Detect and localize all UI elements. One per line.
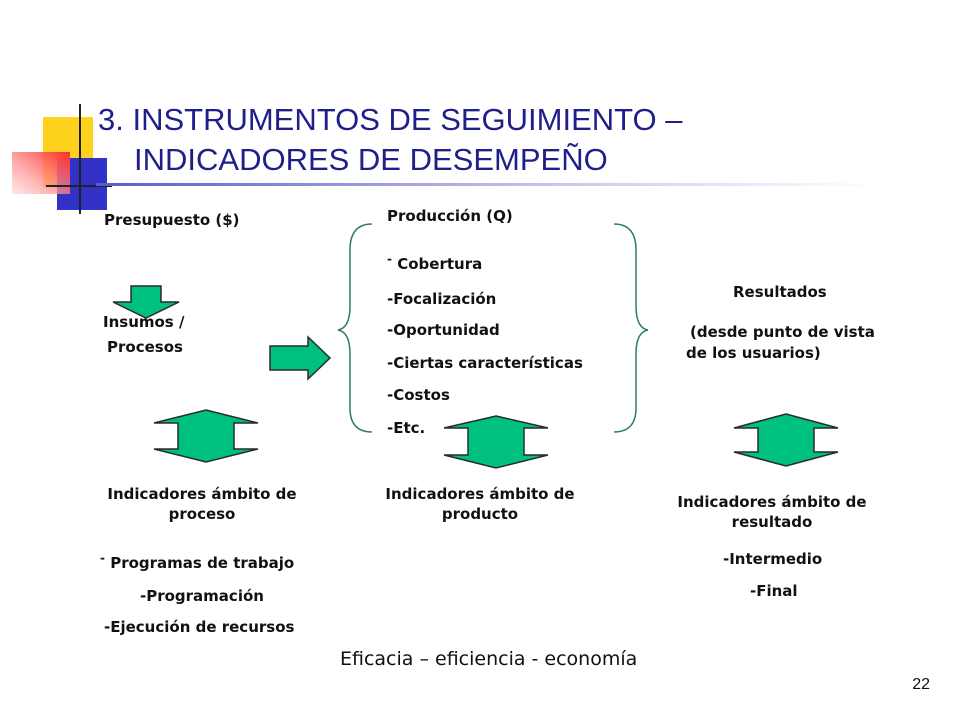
footer-text: Eficacia – eficiencia - economía — [340, 648, 638, 670]
production-item-oportunidad: -Oportunidad — [387, 321, 500, 339]
procesos-label: Procesos — [107, 338, 183, 356]
right-brace — [613, 223, 649, 433]
down-arrow-icon — [112, 285, 180, 319]
double-arrow-product-icon — [443, 415, 549, 469]
process-item-ejecucion: -Ejecución de recursos — [104, 618, 295, 636]
production-title: Producción (Q) — [387, 207, 513, 225]
production-item-costos: -Costos — [387, 386, 450, 404]
page-number: 22 — [912, 676, 930, 693]
indicators-process-title: Indicadores ámbito de proceso — [107, 485, 297, 523]
result-item-intermedio: -Intermedio — [723, 550, 823, 568]
production-item-cobertura: - Cobertura — [387, 252, 483, 273]
results-subtitle-line-1: (desde punto de vista — [690, 323, 875, 341]
slide-title: 3. INSTRUMENTOS DE SEGUIMIENTO – INDICAD… — [98, 100, 858, 180]
insumos-label: Insumos / — [103, 313, 185, 331]
results-title: Resultados — [733, 283, 827, 301]
double-arrow-result-icon — [733, 413, 839, 467]
right-arrow-icon — [269, 335, 332, 381]
result-item-final: -Final — [750, 582, 798, 600]
title-line-1: 3. INSTRUMENTOS DE SEGUIMIENTO – — [98, 102, 683, 137]
budget-label: Presupuesto ($) — [104, 211, 240, 229]
process-item-programacion: -Programación — [140, 587, 264, 605]
production-item-etc: -Etc. — [387, 419, 426, 437]
production-item-caracteristicas: -Ciertas características — [387, 354, 583, 372]
production-item-focalizacion: -Focalización — [387, 290, 497, 308]
indicators-product-title: Indicadores ámbito de producto — [385, 485, 575, 523]
left-brace — [337, 223, 373, 433]
double-arrow-process-icon — [153, 409, 259, 463]
process-item-programas: - Programas de trabajo — [100, 551, 295, 572]
results-subtitle-line-2: de los usuarios) — [686, 344, 821, 362]
title-line-2: INDICADORES DE DESEMPEÑO — [134, 142, 608, 177]
indicators-result-title: Indicadores ámbito de resultado — [677, 493, 867, 531]
